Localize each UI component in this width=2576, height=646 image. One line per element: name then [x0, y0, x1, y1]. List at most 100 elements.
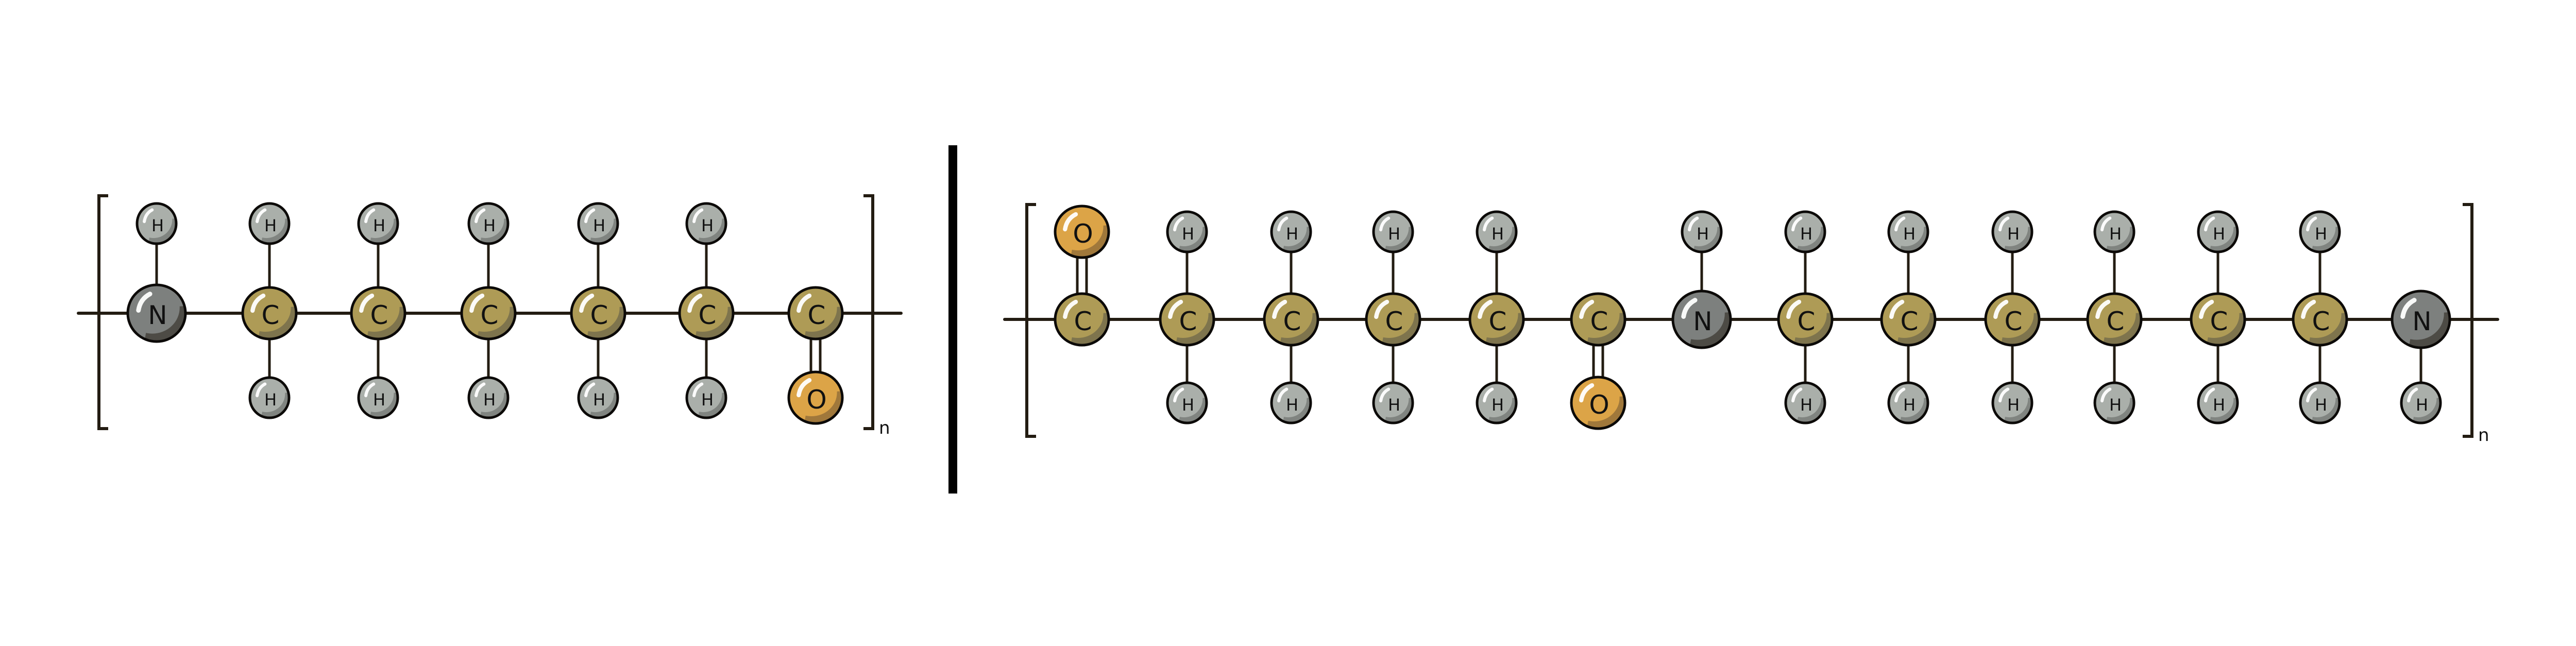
- atom-label: H: [2007, 224, 2020, 244]
- hydrogen-atom: H: [577, 376, 619, 419]
- hydrogen-atom: H: [1372, 210, 1414, 253]
- hydrogen-atom: H: [1887, 210, 1929, 253]
- atom-label: H: [483, 216, 496, 235]
- carbon-atom: C: [1054, 292, 1110, 347]
- carbon-atom: C: [678, 286, 735, 341]
- atom-label: H: [1492, 395, 1504, 415]
- bracket-left: [97, 194, 108, 430]
- repeat-subscript: n: [2478, 425, 2489, 446]
- atom-label: H: [2213, 224, 2225, 244]
- atom-label: H: [2416, 395, 2428, 415]
- carbon-atom: C: [2190, 292, 2246, 347]
- atom-label: H: [1800, 395, 1812, 415]
- hydrogen-atom: H: [2197, 381, 2239, 424]
- atom-label: H: [593, 390, 605, 410]
- carbon-atom: C: [241, 286, 298, 341]
- carbon-atom: C: [1880, 292, 1937, 347]
- hydrogen-atom: H: [467, 376, 510, 419]
- atom-label: H: [1903, 224, 1916, 244]
- hydrogen-atom: H: [1476, 381, 1518, 424]
- hydrogen-atom: H: [1372, 381, 1414, 424]
- atom-label: H: [593, 216, 605, 235]
- hydrogen-atom: H: [2197, 210, 2239, 253]
- atom-label: H: [701, 216, 714, 235]
- carbon-atom: C: [2086, 292, 2143, 347]
- atom-label: H: [2315, 224, 2327, 244]
- hydrogen-atom: H: [357, 202, 399, 245]
- atom-label: H: [1903, 395, 1916, 415]
- atom-label: C: [481, 300, 499, 330]
- carbon-atom: C: [570, 286, 626, 341]
- hydrogen-atom: H: [2299, 381, 2341, 424]
- hydrogen-atom: H: [685, 376, 727, 419]
- atom-label: H: [2213, 395, 2225, 415]
- atom-label: C: [1074, 307, 1092, 336]
- hydrogen-atom: H: [1270, 381, 1312, 424]
- atom-label: C: [2005, 307, 2023, 336]
- atom-label: N: [2412, 307, 2431, 336]
- bracket-left: [1025, 203, 1036, 438]
- atom-label: H: [2007, 395, 2020, 415]
- oxygen-atom: O: [1570, 376, 1626, 430]
- atom-label: H: [2109, 224, 2122, 244]
- atom-label: H: [151, 216, 164, 235]
- hydrogen-atom: H: [1166, 210, 1208, 253]
- atom-label: C: [370, 300, 388, 330]
- atom-label: N: [148, 300, 167, 330]
- atom-label: N: [1693, 307, 1712, 336]
- atom-label: H: [1182, 224, 1194, 244]
- atom-label: C: [2312, 307, 2330, 336]
- atom-label: H: [1492, 224, 1504, 244]
- divider-bar: [948, 145, 957, 494]
- carbon-atom: C: [1263, 292, 1319, 347]
- atom-label: H: [2109, 395, 2122, 415]
- hydrogen-atom: H: [135, 202, 178, 245]
- atom-label: H: [264, 216, 277, 235]
- hydrogen-atom: H: [357, 376, 399, 419]
- atom-label: C: [699, 300, 717, 330]
- atom-label: H: [264, 390, 277, 410]
- atom-label: H: [1182, 395, 1194, 415]
- hydrogen-atom: H: [1166, 381, 1208, 424]
- hydrogen-atom: H: [248, 376, 291, 419]
- atom-label: C: [590, 300, 608, 330]
- hydrogen-atom: H: [1784, 381, 1826, 424]
- atom-label: O: [806, 385, 826, 415]
- oxygen-atom: O: [787, 370, 844, 425]
- hydrogen-atom: H: [577, 202, 619, 245]
- carbon-atom: C: [2292, 292, 2348, 347]
- hydrogen-atom: H: [2400, 381, 2442, 424]
- atom-label: H: [2315, 395, 2327, 415]
- atom-label: C: [1590, 307, 1608, 336]
- atom-label: H: [1697, 224, 1709, 244]
- atom-label: O: [1589, 390, 1609, 420]
- carbon-atom: C: [1365, 292, 1421, 347]
- hydrogen-atom: H: [1270, 210, 1312, 253]
- hydrogen-atom: H: [1991, 210, 2033, 253]
- atom-label: H: [373, 390, 385, 410]
- atom-label: H: [1286, 395, 1298, 415]
- hydrogen-atom: H: [2093, 210, 2136, 253]
- carbon-atom: C: [350, 286, 406, 341]
- hydrogen-atom: H: [2093, 381, 2136, 424]
- atom-label: O: [1073, 219, 1093, 249]
- bracket-right: [2463, 203, 2473, 438]
- carbon-atom: C: [1159, 292, 1215, 347]
- atom-label: C: [1798, 307, 1816, 336]
- atom-label: C: [2210, 307, 2228, 336]
- hydrogen-atom: H: [1681, 210, 1723, 253]
- nitrogen-atom: N: [126, 283, 187, 343]
- atom-label: C: [1489, 307, 1507, 336]
- carbon-atom: C: [1468, 292, 1525, 347]
- hydrogen-atom: H: [467, 202, 510, 245]
- atom-label: H: [1388, 224, 1400, 244]
- hydrogen-atom: H: [248, 202, 291, 245]
- bracket-right: [863, 194, 874, 430]
- nitrogen-atom: N: [1671, 290, 1732, 349]
- carbon-atom: C: [460, 286, 517, 341]
- hydrogen-atom: H: [1784, 210, 1826, 253]
- atom-label: H: [1286, 224, 1298, 244]
